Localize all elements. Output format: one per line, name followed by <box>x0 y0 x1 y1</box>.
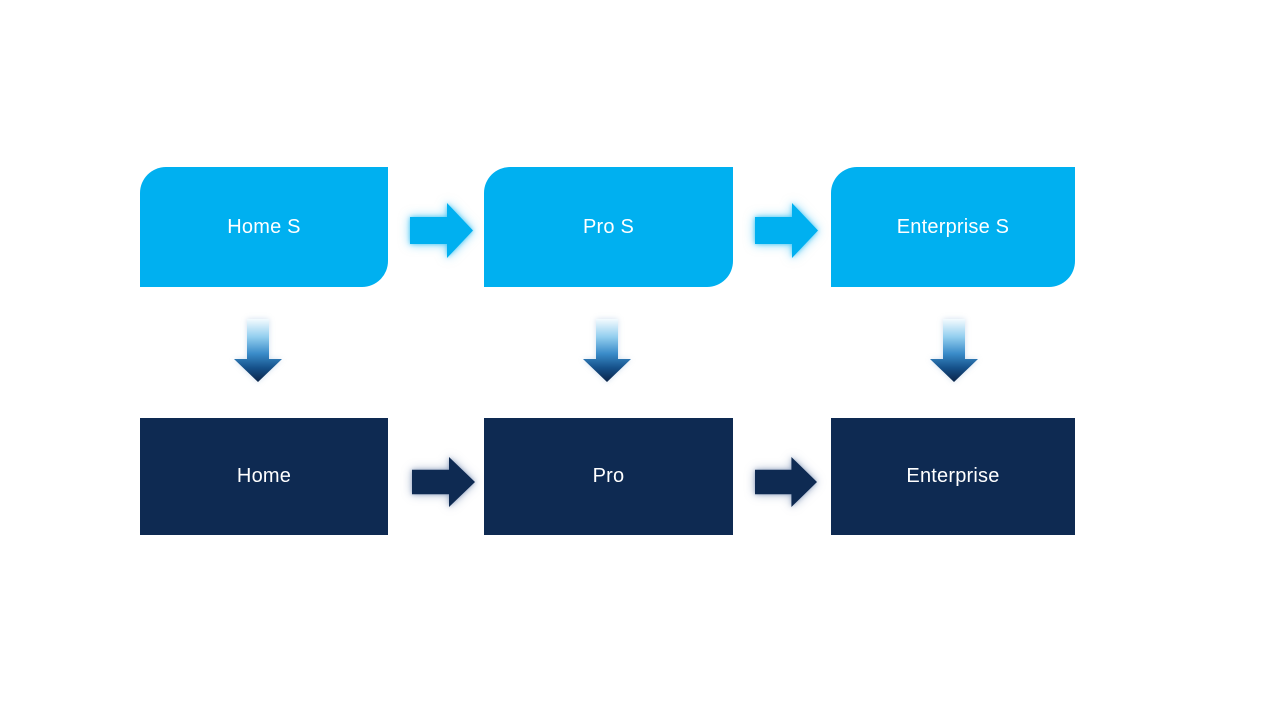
right-arrow-shape <box>410 203 473 258</box>
node-enterprise-label: Enterprise <box>906 465 1000 487</box>
node-enterprise-s: Enterprise S <box>831 167 1075 287</box>
right-arrow-icon <box>755 203 818 258</box>
right-arrow-shape <box>755 203 818 258</box>
down-arrow-icon <box>234 319 282 382</box>
right-arrow-icon <box>410 203 473 258</box>
node-home: Home <box>140 418 388 535</box>
node-pro-s-label: Pro S <box>582 215 635 238</box>
down-arrow-icon <box>583 319 631 382</box>
right-arrow-shape <box>412 457 475 507</box>
node-home-s-label: Home S <box>227 215 301 238</box>
node-enterprise-s-label: Enterprise S <box>896 215 1010 238</box>
node-pro-label: Pro <box>592 465 625 487</box>
node-home-label: Home <box>236 465 292 487</box>
node-pro-s: Pro S <box>484 167 733 287</box>
down-arrow-shape <box>234 319 282 382</box>
down-arrow-shape <box>583 319 631 382</box>
down-arrow-shape <box>930 319 978 382</box>
node-home-s: Home S <box>140 167 388 287</box>
down-arrow-icon <box>930 319 978 382</box>
node-pro: Pro <box>484 418 733 535</box>
node-enterprise: Enterprise <box>831 418 1075 535</box>
right-arrow-icon <box>412 457 475 507</box>
right-arrow-shape <box>755 457 817 507</box>
right-arrow-icon <box>755 457 817 507</box>
